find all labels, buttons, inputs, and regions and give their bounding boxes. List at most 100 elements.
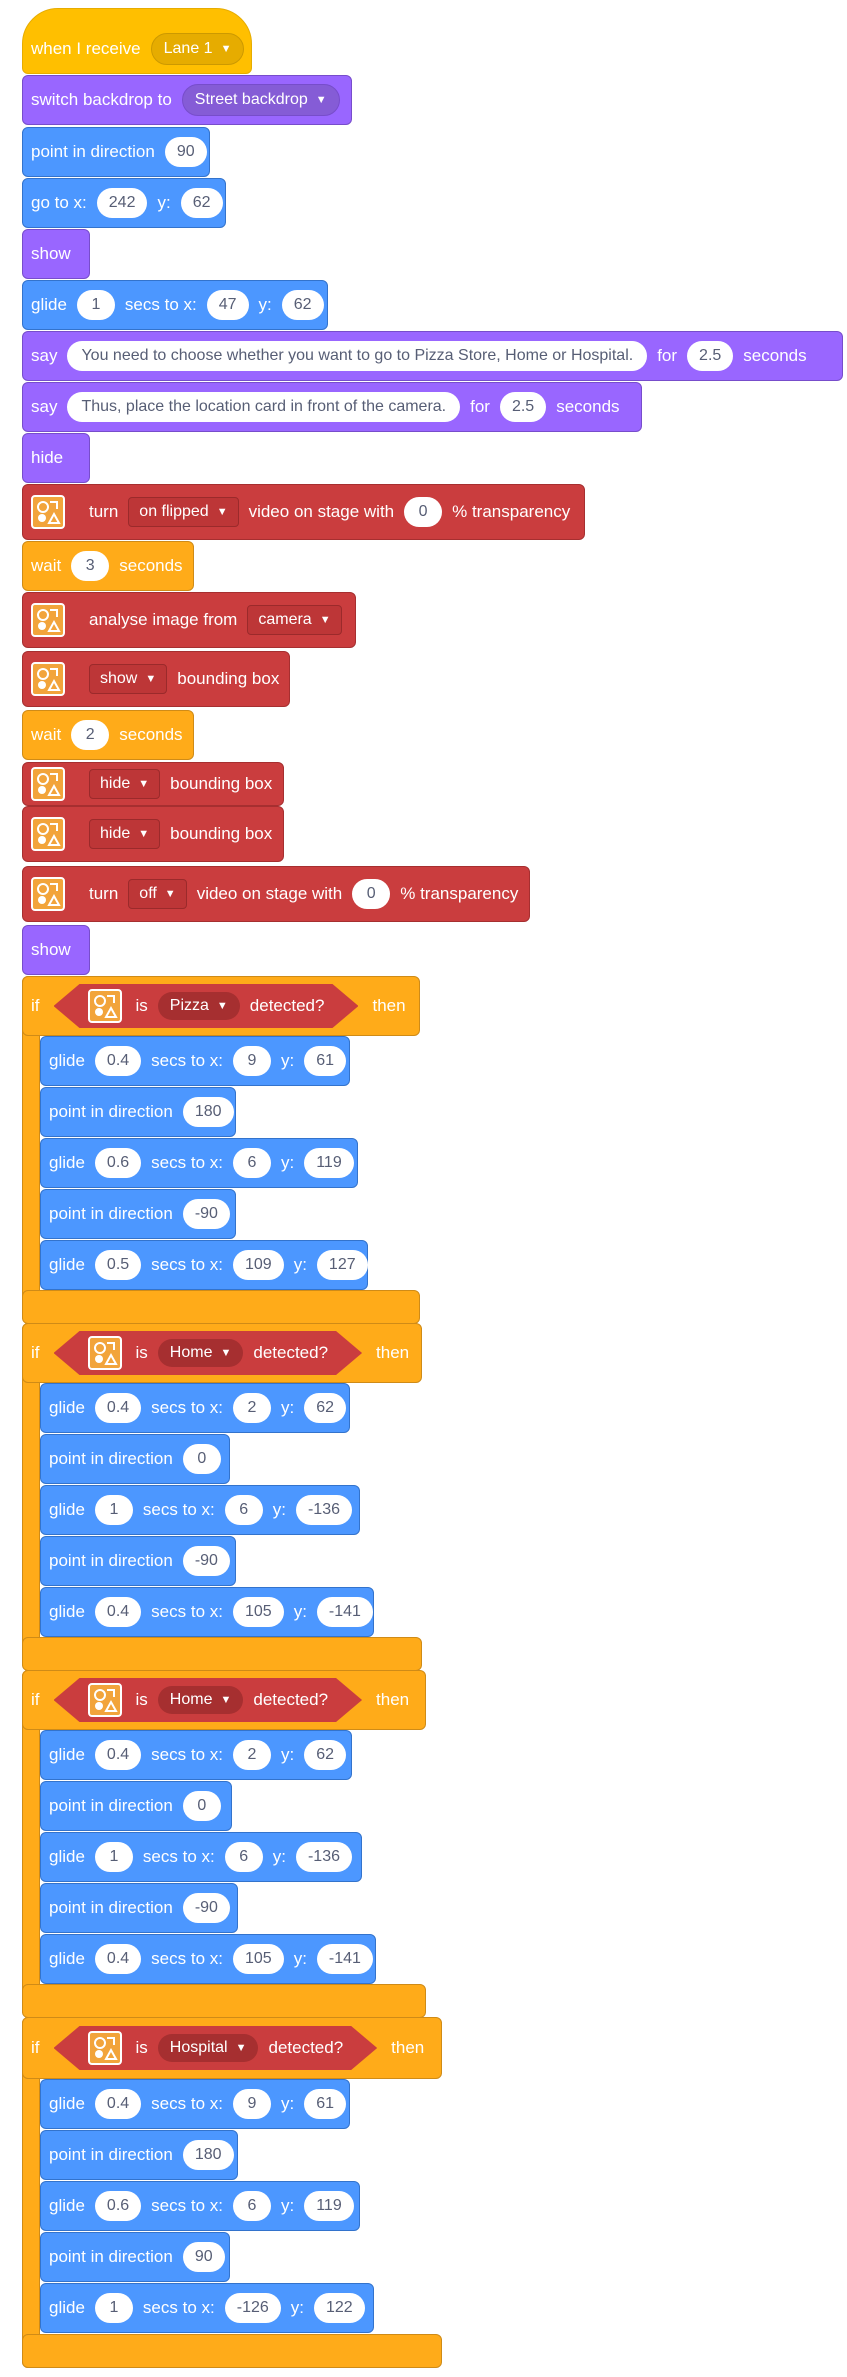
direction-input[interactable]: 90 [164,137,207,167]
glide-block[interactable]: glide 0.4 secs to x: 9 y: 61 [40,2079,350,2129]
transparency-input[interactable]: 0 [404,497,443,527]
is-detected-condition[interactable]: is Hospital▼ detected? [54,2026,378,2070]
turn-video-block[interactable]: turn on flipped▼ video on stage with 0 %… [22,484,585,540]
secs-input[interactable]: 0.4 [94,1597,142,1627]
backdrop-dropdown[interactable]: Street backdrop▼ [181,84,340,116]
y-input[interactable]: -141 [316,1597,373,1627]
glide-block[interactable]: glide 0.4 secs to x: 2 y: 62 [40,1383,350,1433]
x-input[interactable]: 9 [232,1046,271,1076]
glide-block[interactable]: glide 1 secs to x: 6 y: -136 [40,1485,360,1535]
point-in-direction-block[interactable]: point in direction 180 [40,2130,238,2180]
x-input[interactable]: 9 [232,2089,271,2119]
x-input[interactable]: 242 [96,188,148,218]
x-input[interactable]: 109 [232,1250,284,1280]
direction-input[interactable]: 180 [182,1097,234,1127]
if-then-block[interactable]: if is Pizza▼ detected? then [22,976,420,1036]
direction-input[interactable]: 180 [182,2140,234,2170]
secs-input[interactable]: 0.6 [94,2191,142,2221]
y-input[interactable]: 61 [304,1046,347,1076]
bounding-box-block[interactable]: hide▼ bounding box [22,762,284,806]
x-input[interactable]: -126 [224,2293,281,2323]
secs-input[interactable]: 0.4 [94,2089,142,2119]
point-in-direction-block[interactable]: point in direction -90 [40,1883,238,1933]
secs-input[interactable]: 2.5 [687,341,734,371]
y-input[interactable]: 62 [304,1740,347,1770]
wait-block[interactable]: wait 3 seconds [22,541,194,591]
y-input[interactable]: 62 [304,1393,347,1423]
detected-object-dropdown[interactable]: Home▼ [158,1686,244,1714]
y-input[interactable]: 119 [304,1148,354,1178]
y-input[interactable]: 62 [281,290,324,320]
x-input[interactable]: 2 [232,1740,271,1770]
direction-input[interactable]: -90 [182,1893,230,1923]
secs-input[interactable]: 0.4 [94,1393,142,1423]
x-input[interactable]: 47 [206,290,249,320]
message-input[interactable]: You need to choose whether you want to g… [67,341,648,371]
bounding-box-block[interactable]: show▼ bounding box [22,651,290,707]
x-input[interactable]: 105 [232,1944,284,1974]
turn-video-block[interactable]: turn off▼ video on stage with 0 % transp… [22,866,530,922]
bounding-box-dropdown[interactable]: hide▼ [89,819,161,849]
secs-input[interactable]: 0.4 [94,1944,142,1974]
detected-object-dropdown[interactable]: Hospital▼ [158,2034,259,2062]
secs-input[interactable]: 0.6 [94,1148,142,1178]
glide-block[interactable]: glide 0.4 secs to x: 9 y: 61 [40,1036,350,1086]
direction-input[interactable]: 0 [182,1444,221,1474]
is-detected-condition[interactable]: is Home▼ detected? [54,1331,363,1375]
y-input[interactable]: -136 [295,1842,352,1872]
wait-input[interactable]: 2 [71,720,110,750]
transparency-input[interactable]: 0 [352,879,391,909]
y-input[interactable]: -141 [316,1944,373,1974]
secs-input[interactable]: 0.4 [94,1046,142,1076]
when-i-receive-hat-block[interactable]: when I receive Lane 1▼ [22,8,252,74]
if-then-block[interactable]: if is Home▼ detected? then [22,1670,426,1730]
secs-input[interactable]: 0.4 [94,1740,142,1770]
detected-object-dropdown[interactable]: Pizza▼ [158,992,240,1020]
say-for-secs-block[interactable]: say Thus, place the location card in fro… [22,382,642,432]
secs-input[interactable]: 0.5 [94,1250,142,1280]
glide-block[interactable]: glide 0.4 secs to x: 105 y: -141 [40,1934,376,1984]
switch-backdrop-block[interactable]: switch backdrop to Street backdrop▼ [22,75,352,125]
if-then-block[interactable]: if is Home▼ detected? then [22,1323,422,1383]
x-input[interactable]: 6 [224,1495,263,1525]
message-input[interactable]: Thus, place the location card in front o… [67,392,461,422]
x-input[interactable]: 6 [224,1842,263,1872]
wait-input[interactable]: 3 [71,551,110,581]
glide-block[interactable]: glide 1 secs to x: 6 y: -136 [40,1832,362,1882]
y-input[interactable]: 61 [304,2089,347,2119]
direction-input[interactable]: 90 [182,2242,225,2272]
y-input[interactable]: -136 [295,1495,352,1525]
glide-block[interactable]: glide 0.6 secs to x: 6 y: 119 [40,2181,360,2231]
message-dropdown[interactable]: Lane 1▼ [150,33,245,65]
y-input[interactable]: 62 [180,188,223,218]
x-input[interactable]: 105 [232,1597,284,1627]
point-in-direction-block[interactable]: point in direction 90 [40,2232,230,2282]
point-in-direction-block[interactable]: point in direction -90 [40,1189,236,1239]
analyse-image-block[interactable]: analyse image from camera▼ [22,592,356,648]
y-input[interactable]: 127 [316,1250,368,1280]
show-block[interactable]: show [22,925,90,975]
if-then-block[interactable]: if is Hospital▼ detected? then [22,2017,442,2079]
secs-input[interactable]: 1 [94,1495,133,1525]
x-input[interactable]: 6 [232,1148,271,1178]
glide-block[interactable]: glide 1 secs to x: 47 y: 62 [22,280,328,330]
x-input[interactable]: 2 [232,1393,271,1423]
video-mode-dropdown[interactable]: off▼ [128,879,187,909]
wait-block[interactable]: wait 2 seconds [22,710,194,760]
secs-input[interactable]: 2.5 [499,392,547,422]
is-detected-condition[interactable]: is Pizza▼ detected? [54,984,359,1028]
detected-object-dropdown[interactable]: Home▼ [158,1339,244,1367]
secs-input[interactable]: 1 [76,290,115,320]
glide-block[interactable]: glide 0.6 secs to x: 6 y: 119 [40,1138,358,1188]
direction-input[interactable]: -90 [182,1199,230,1229]
go-to-xy-block[interactable]: go to x: 242 y: 62 [22,178,226,228]
glide-block[interactable]: glide 0.4 secs to x: 2 y: 62 [40,1730,352,1780]
point-in-direction-block[interactable]: point in direction 0 [40,1781,232,1831]
point-in-direction-block[interactable]: point in direction 90 [22,127,210,177]
bounding-box-dropdown[interactable]: show▼ [89,664,168,694]
secs-input[interactable]: 1 [94,2293,133,2323]
image-source-dropdown[interactable]: camera▼ [247,605,342,635]
is-detected-condition[interactable]: is Home▼ detected? [54,1678,363,1722]
glide-block[interactable]: glide 0.4 secs to x: 105 y: -141 [40,1587,374,1637]
x-input[interactable]: 6 [232,2191,271,2221]
